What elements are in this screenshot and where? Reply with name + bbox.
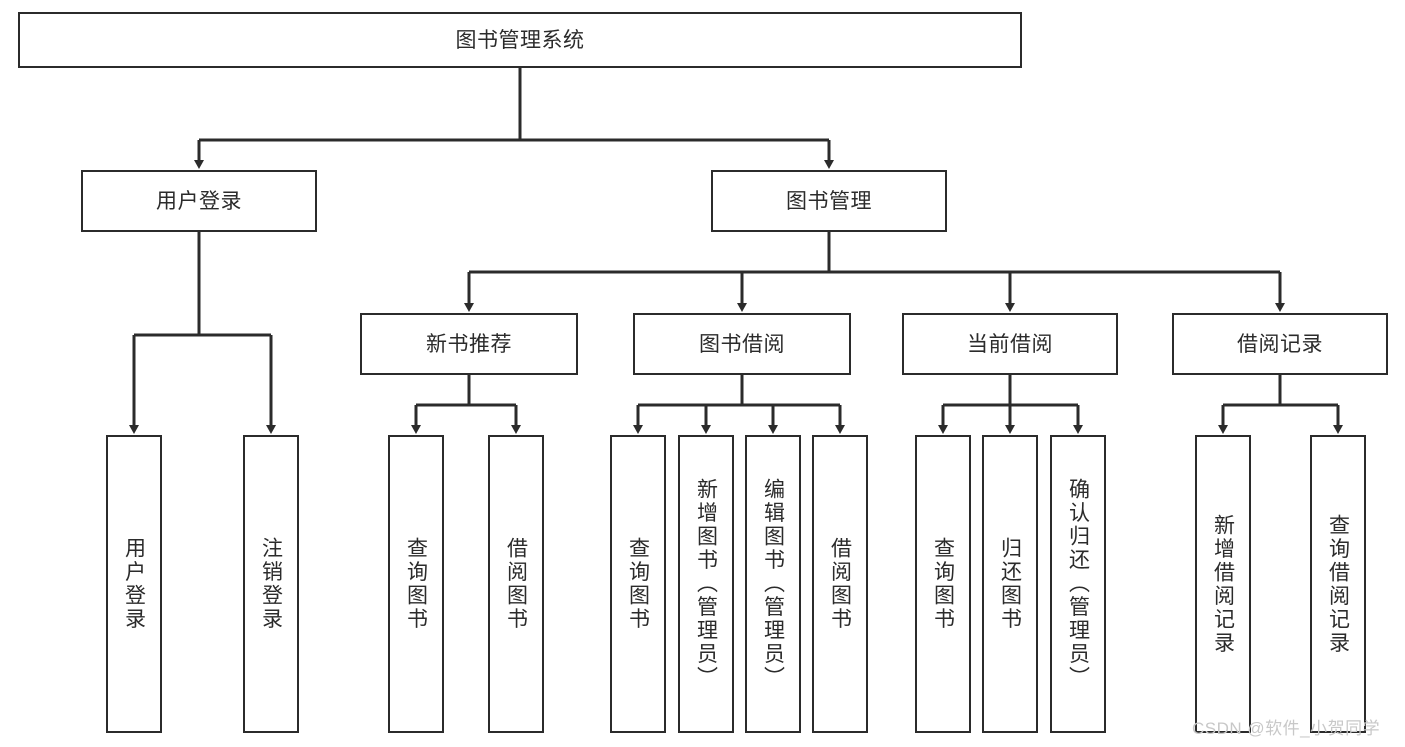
node-label-leaf-user-logout: 注销登录 (259, 537, 283, 631)
node-book-manage[interactable]: 图书管理 (711, 170, 947, 232)
node-label-leaf-confirm-return: 确认归还（管理员） (1066, 478, 1090, 690)
node-leaf-user-logout[interactable]: 注销登录 (243, 435, 299, 733)
node-book-borrow[interactable]: 图书借阅 (633, 313, 851, 375)
node-leaf-query-book-2[interactable]: 查询图书 (610, 435, 666, 733)
node-leaf-query-book-1[interactable]: 查询图书 (388, 435, 444, 733)
node-leaf-edit-book[interactable]: 编辑图书（管理员） (745, 435, 801, 733)
node-label-leaf-user-login: 用户登录 (122, 537, 146, 631)
connector-lines (129, 68, 1343, 434)
node-label-book-manage: 图书管理 (786, 189, 872, 213)
node-label-leaf-query-book-2: 查询图书 (626, 537, 650, 631)
node-leaf-add-record[interactable]: 新增借阅记录 (1195, 435, 1251, 733)
node-label-leaf-query-book-3: 查询图书 (931, 537, 955, 631)
node-label-borrow-record: 借阅记录 (1237, 332, 1323, 356)
node-label-leaf-query-record: 查询借阅记录 (1326, 513, 1350, 655)
node-label-leaf-borrow-book-1: 借阅图书 (504, 537, 528, 631)
node-leaf-user-login[interactable]: 用户登录 (106, 435, 162, 733)
node-label-book-borrow: 图书借阅 (699, 332, 785, 356)
node-label-leaf-add-record: 新增借阅记录 (1211, 513, 1235, 655)
node-leaf-return-book[interactable]: 归还图书 (982, 435, 1038, 733)
node-leaf-query-book-3[interactable]: 查询图书 (915, 435, 971, 733)
node-label-user-login: 用户登录 (156, 189, 242, 213)
node-leaf-query-record[interactable]: 查询借阅记录 (1310, 435, 1366, 733)
node-user-login[interactable]: 用户登录 (81, 170, 317, 232)
node-label-leaf-return-book: 归还图书 (998, 537, 1022, 631)
node-label-leaf-edit-book: 编辑图书（管理员） (761, 478, 785, 690)
node-leaf-add-book[interactable]: 新增图书（管理员） (678, 435, 734, 733)
node-new-book-rec[interactable]: 新书推荐 (360, 313, 578, 375)
node-label-leaf-borrow-book-2: 借阅图书 (828, 537, 852, 631)
node-current-borrow[interactable]: 当前借阅 (902, 313, 1118, 375)
node-root[interactable]: 图书管理系统 (18, 12, 1022, 68)
node-label-leaf-query-book-1: 查询图书 (404, 537, 428, 631)
node-label-root: 图书管理系统 (455, 28, 585, 52)
watermark-text: CSDN @软件_小贺同学 (1192, 719, 1381, 738)
node-label-leaf-add-book: 新增图书（管理员） (694, 478, 718, 690)
node-label-new-book-rec: 新书推荐 (426, 332, 512, 356)
node-leaf-borrow-book-1[interactable]: 借阅图书 (488, 435, 544, 733)
node-borrow-record[interactable]: 借阅记录 (1172, 313, 1388, 375)
node-label-current-borrow: 当前借阅 (967, 332, 1053, 356)
node-leaf-confirm-return[interactable]: 确认归还（管理员） (1050, 435, 1106, 733)
node-leaf-borrow-book-2[interactable]: 借阅图书 (812, 435, 868, 733)
